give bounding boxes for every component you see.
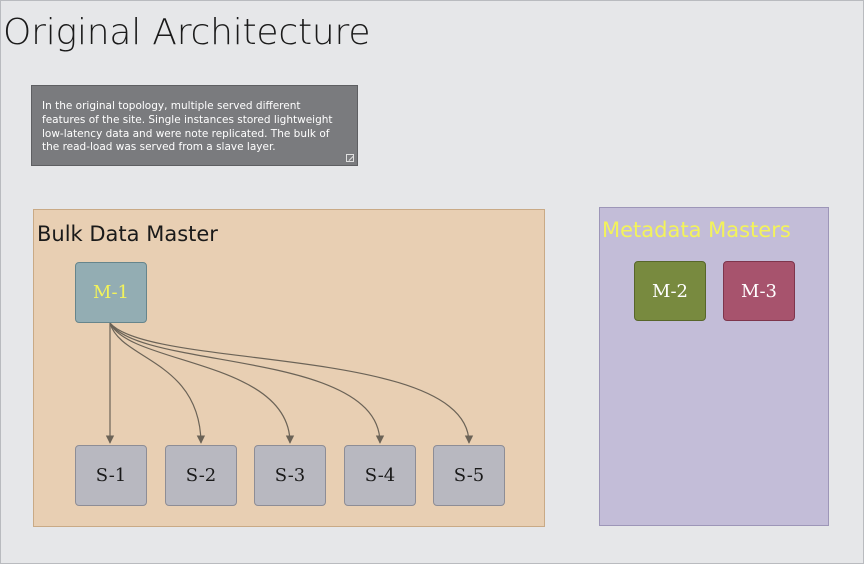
note-text: In the original topology, multiple serve… — [42, 100, 333, 154]
node-m2[interactable]: M-2 — [634, 261, 706, 321]
note-box[interactable]: In the original topology, multiple serve… — [31, 85, 358, 166]
node-s5[interactable]: S-5 — [433, 445, 505, 506]
node-s4[interactable]: S-4 — [344, 445, 416, 506]
metadata-masters-group[interactable]: Metadata Masters — [599, 207, 829, 526]
node-s2[interactable]: S-2 — [165, 445, 237, 506]
node-m3[interactable]: M-3 — [723, 261, 795, 321]
node-s1[interactable]: S-1 — [75, 445, 147, 506]
node-m1[interactable]: M-1 — [75, 262, 147, 323]
page-title: Original Architecture — [3, 12, 371, 53]
group-title-meta: Metadata Masters — [602, 218, 791, 242]
group-title-bulk: Bulk Data Master — [37, 222, 218, 246]
resize-icon[interactable] — [346, 154, 354, 162]
node-s3[interactable]: S-3 — [254, 445, 326, 506]
